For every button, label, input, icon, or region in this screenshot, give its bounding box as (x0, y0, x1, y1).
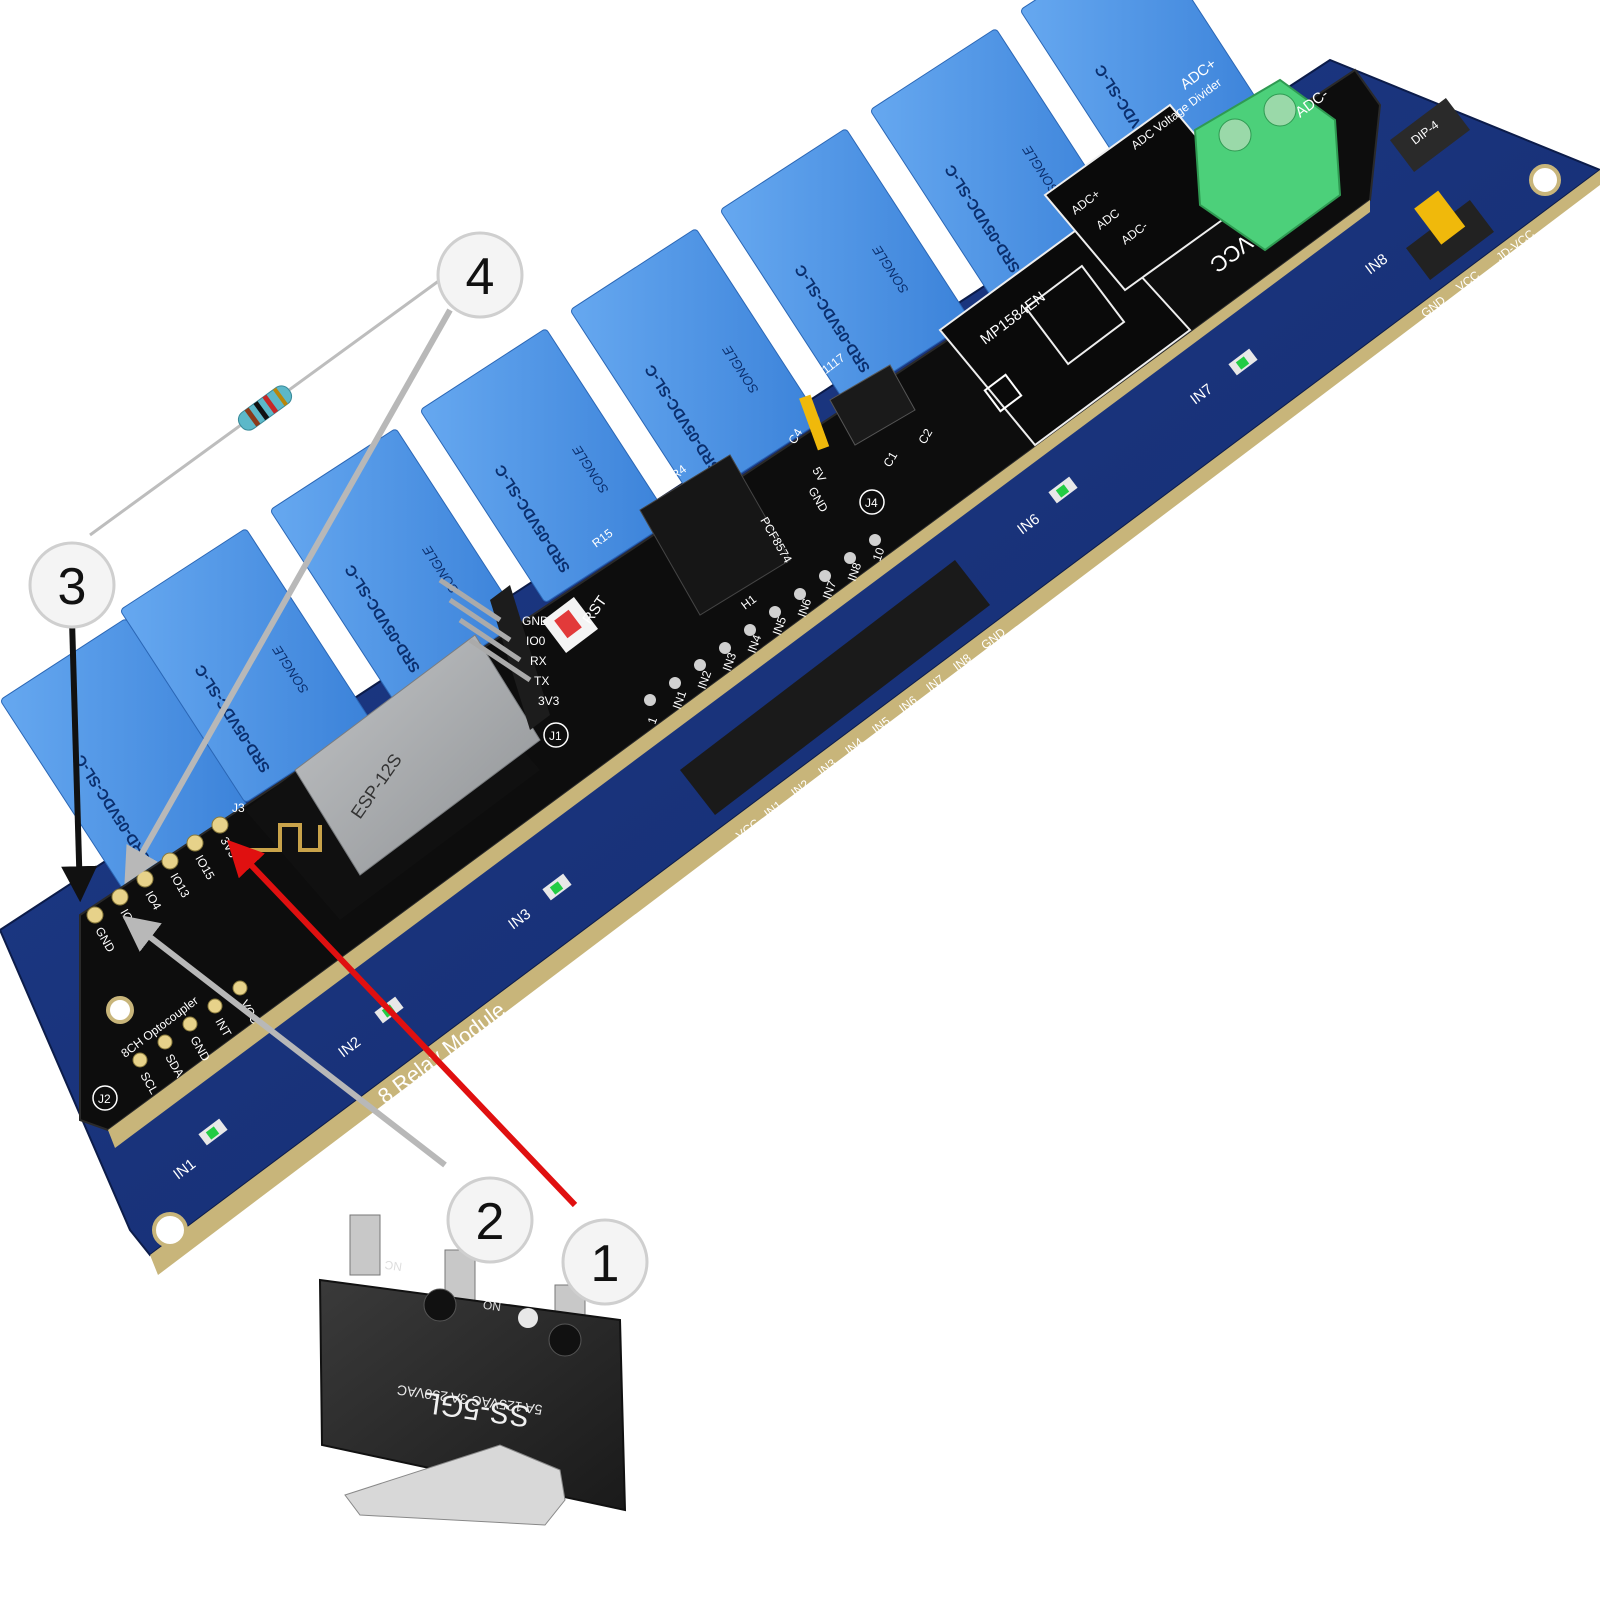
arrow-1 (227, 839, 578, 1208)
esp-module: ESP-12S (245, 634, 541, 920)
j1-pin-label: TX (534, 674, 549, 688)
led-indicator (205, 1126, 220, 1140)
j4-label: J4 (865, 496, 878, 510)
led-indicator (549, 881, 564, 895)
callout-3-label: 3 (58, 558, 87, 616)
h1-pin-label: IN2 (695, 668, 715, 691)
j1-pin-label: IO0 (526, 634, 546, 648)
callout-3: 3 (28, 541, 116, 629)
j1-pin-label: RX (530, 654, 547, 668)
vcc-jumper-block: GND VCC JD-VCC DIP-4 (1390, 97, 1537, 320)
callout-2-label: 2 (476, 1193, 505, 1251)
j3-label: J3 (232, 801, 245, 815)
reset-button[interactable]: RST (541, 593, 610, 654)
passive-label: C2 (915, 426, 935, 447)
switch-lever (344, 1444, 566, 1526)
relay: SRD-05VDC-SL-C SONGLE (421, 329, 671, 602)
antenna-trace (250, 823, 322, 852)
mount-hole (106, 996, 134, 1024)
relay-board-edge (150, 170, 1600, 1275)
j1-pin-label: GND (522, 614, 549, 628)
j2-label: J2 (98, 1092, 111, 1106)
h1-pin-label: 1 (645, 715, 661, 726)
callout-arrows (61, 308, 578, 1208)
j1-header: GND IO0 RX TX 3V3 J1 (438, 577, 569, 748)
jumper-cap (1414, 190, 1466, 245)
relay: SRD-05VDC-SL-C SONGLE (571, 229, 821, 502)
dip-switch (1390, 97, 1470, 173)
h1-pin-label: IN7 (820, 578, 840, 601)
reset-button-cap[interactable] (554, 609, 582, 639)
h1-pin-label: IN4 (745, 632, 765, 655)
passive-label: C4 (785, 426, 805, 447)
h1-pin-label: IN8 (845, 560, 865, 583)
j4-pin-label: 5V (809, 465, 828, 485)
switch-terminal (349, 1214, 381, 1276)
resistor (89, 278, 441, 537)
relay: SRD-05VDC-SL-C SONGLE (271, 429, 521, 702)
arrow-2 (122, 915, 447, 1168)
mount-hole (1529, 164, 1561, 196)
controller-pcb-edge (108, 200, 1370, 1148)
h1-pin-label: 10 (870, 545, 888, 563)
h1-pin-label: IN3 (720, 650, 740, 673)
j1-pin-label: 3V3 (538, 694, 560, 708)
led-indicator (1055, 484, 1070, 498)
callout-4-label: 4 (466, 248, 495, 306)
micro-switch: 5A 125VAC 3A 250VAC SS-5GL NC NO (318, 1214, 627, 1526)
h1-pin-label: IN5 (770, 614, 790, 637)
switch-pin-label: NC (383, 1258, 402, 1274)
h1-pin-label: IN1 (670, 688, 690, 711)
callout-1-label: 1 (591, 1235, 620, 1293)
passive-label: C1 (880, 449, 900, 470)
relay: SRD-05VDC-SL-C SONGLE (721, 129, 971, 402)
arrow-4 (124, 308, 453, 885)
mount-hole (152, 1212, 188, 1248)
j4-jumper (799, 394, 830, 451)
arrow-3 (61, 619, 98, 903)
callout-2: 2 (446, 1176, 534, 1264)
j1-label: J1 (549, 729, 562, 743)
callout-4: 4 (436, 231, 524, 319)
h1-pin-label: IN6 (795, 596, 815, 619)
callout-1: 1 (561, 1218, 649, 1306)
switch-pin-label: NO (482, 1298, 502, 1314)
led-indicator (1235, 356, 1250, 370)
